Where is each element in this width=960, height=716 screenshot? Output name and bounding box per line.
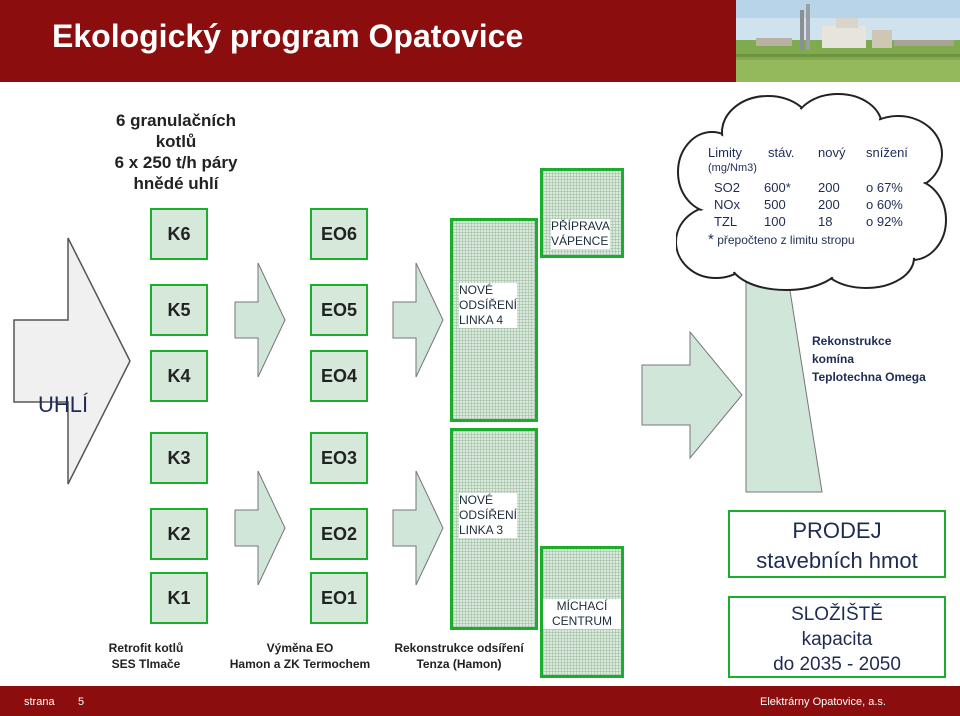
footer-page-number: 5 xyxy=(78,696,85,708)
caption-eo-exchange: Výměna EO Hamon a ZK Termochem xyxy=(229,641,371,671)
limestone-label: PŘÍPRAVA VÁPENCE xyxy=(551,219,610,249)
arrow-eo-to-desulf-upper xyxy=(392,262,444,378)
filter-eo2: EO2 xyxy=(310,508,368,560)
caption-desulf-reconstruction: Rekonstrukce odsíření Tenza (Hamon) xyxy=(394,641,524,671)
boiler-k5: K5 xyxy=(150,284,208,336)
caption-retrofit: Retrofit kotlů SES Tlmače xyxy=(108,641,184,671)
limits-nox-novy: 200 xyxy=(818,197,840,212)
filter-eo4: EO4 xyxy=(310,350,368,402)
desulf-line-4: NOVÉ ODSÍŘENÍ LINKA 4 xyxy=(450,218,538,422)
footer-page-label: strana xyxy=(24,696,55,708)
footer-bar xyxy=(0,686,960,716)
boiler-k1: K1 xyxy=(150,572,208,624)
mixing-centre: MÍCHACÍ CENTRUM xyxy=(540,546,624,678)
boiler-k2: K2 xyxy=(150,508,208,560)
storage-capacity: kapacita xyxy=(801,629,873,650)
storage-box: SLOŽIŠTĚ kapacita do 2035 - 2050 xyxy=(728,596,946,678)
filter-eo3: EO3 xyxy=(310,432,368,484)
building-materials-box: PRODEJ stavebních hmot xyxy=(728,510,946,578)
prodej-title: PRODEJ xyxy=(792,518,882,543)
arrow-to-chimney xyxy=(641,330,743,460)
steam-capacity: 6 x 250 t/h páry xyxy=(114,153,238,172)
arrow-eo-to-desulf-lower xyxy=(392,470,444,586)
mixing-label: MÍCHACÍ CENTRUM xyxy=(543,599,621,629)
limits-so2-novy: 200 xyxy=(818,180,840,195)
limits-tzl-name: TZL xyxy=(714,214,738,229)
chimney-label: Rekonstrukce komína Teplotechna Omega xyxy=(812,334,926,384)
coal-arrow-shape xyxy=(13,237,131,485)
limits-header-limity: Limity xyxy=(708,145,742,160)
prodej-subtitle: stavebních hmot xyxy=(756,548,918,573)
limits-so2-snizeni: o 67% xyxy=(866,180,903,195)
filter-eo5: EO5 xyxy=(310,284,368,336)
limestone-preparation: PŘÍPRAVA VÁPENCE xyxy=(540,168,624,258)
limits-header-snizeni: snížení xyxy=(866,145,908,160)
limits-tzl-stav: 100 xyxy=(764,214,786,229)
boiler-k4: K4 xyxy=(150,350,208,402)
arrow-k-to-eo-lower xyxy=(234,470,286,586)
filter-eo6: EO6 xyxy=(310,208,368,260)
boilers-info: 6 granulačních kotlů 6 x 250 t/h páry hn… xyxy=(96,110,256,194)
limits-tzl-snizeni: o 92% xyxy=(866,214,903,229)
limits-header-novy: nový xyxy=(818,145,846,160)
arrow-k-to-eo-upper xyxy=(234,262,286,378)
limits-nox-snizeni: o 60% xyxy=(866,197,903,212)
desulf-line-4-label: NOVÉ ODSÍŘENÍ LINKA 4 xyxy=(459,283,518,328)
boilers-count: 6 granulačních kotlů xyxy=(116,111,236,151)
cloud-shape xyxy=(676,93,947,291)
boiler-k6: K6 xyxy=(150,208,208,260)
filter-eo1: EO1 xyxy=(310,572,368,624)
limits-unit: (mg/Nm3) xyxy=(708,162,757,174)
limits-nox-name: NOx xyxy=(714,197,740,212)
limits-note: * přepočteno z limitu stropu xyxy=(708,231,855,248)
limits-header-stav: stáv. xyxy=(768,145,795,160)
limits-note-text: přepočteno z limitu stropu xyxy=(717,233,855,247)
limits-nox-stav: 500 xyxy=(764,197,786,212)
fuel-type: hnědé uhlí xyxy=(133,174,219,193)
desulf-line-3: NOVÉ ODSÍŘENÍ LINKA 3 xyxy=(450,428,538,630)
storage-period: do 2035 - 2050 xyxy=(773,654,901,675)
limits-so2-name: SO2 xyxy=(714,180,741,195)
coal-label: UHLÍ xyxy=(38,392,89,417)
desulf-line-3-label: NOVÉ ODSÍŘENÍ LINKA 3 xyxy=(459,493,518,538)
boiler-k3: K3 xyxy=(150,432,208,484)
limits-tzl-novy: 18 xyxy=(818,214,833,229)
limits-note-star: * xyxy=(708,231,714,248)
power-plant-photo xyxy=(736,0,960,82)
limits-so2-stav: 600* xyxy=(764,180,791,195)
storage-title: SLOŽIŠTĚ xyxy=(791,604,883,625)
page-title: Ekologický program Opatovice xyxy=(52,18,524,54)
footer-company: Elektrárny Opatovice, a.s. xyxy=(760,696,886,708)
